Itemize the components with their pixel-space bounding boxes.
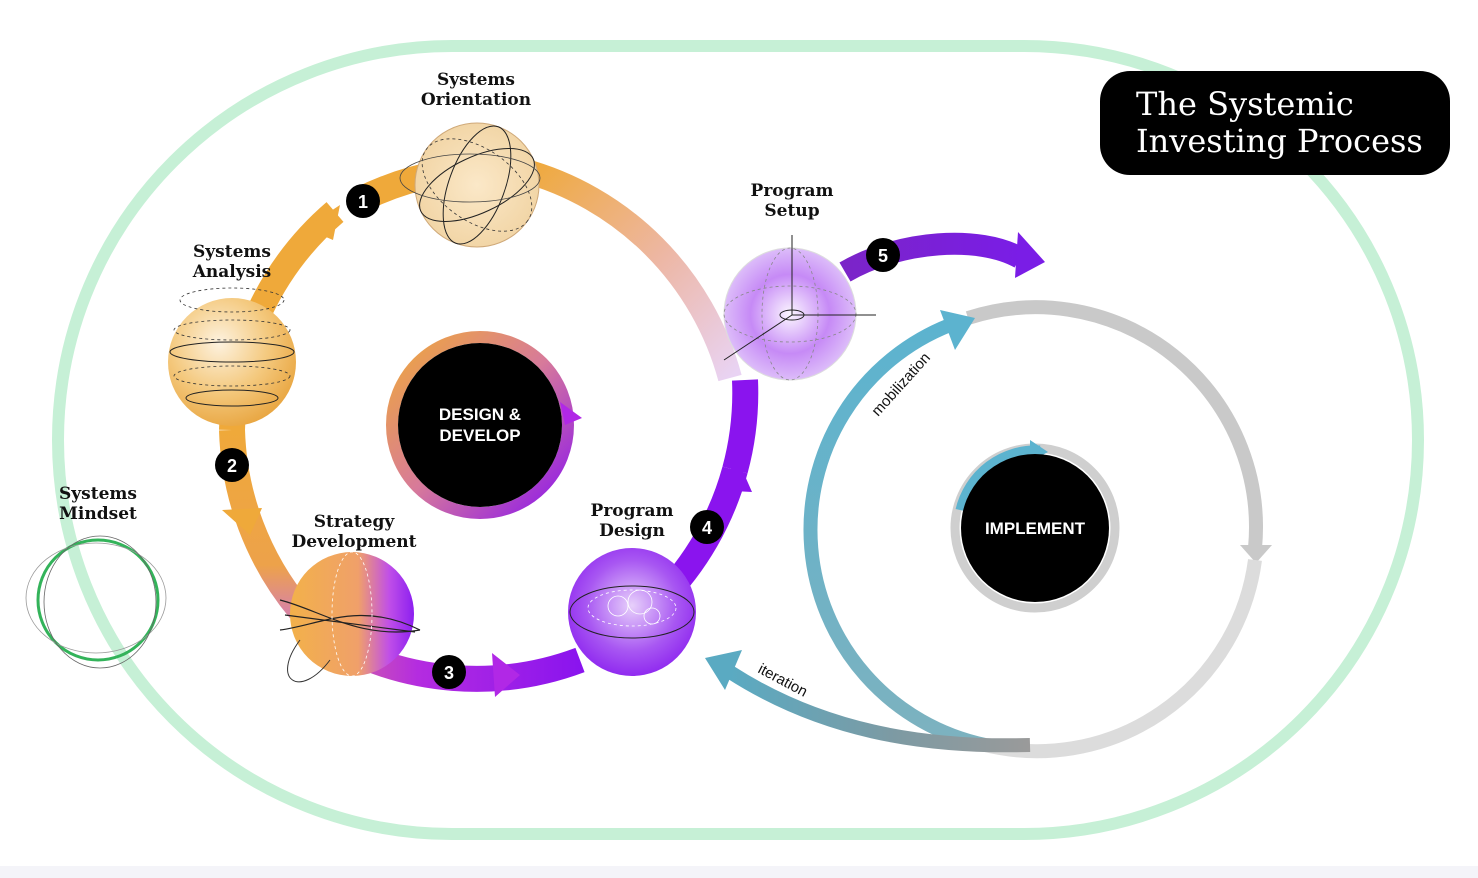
label-program-setup-2: Setup (764, 201, 819, 221)
step-badge-1: 1 (346, 184, 380, 218)
bottom-strip (0, 866, 1478, 878)
systems-mindset-track (52, 40, 1424, 840)
implement-hub-teal-segment (955, 445, 1041, 512)
mobilization-arc (803, 318, 987, 752)
step-badge-5: 5 (866, 238, 900, 272)
systems-mindset-rings (25, 535, 167, 669)
iteration-arrowhead (705, 650, 742, 690)
arc-step-5 (839, 232, 1026, 282)
label-orientation-2: Orientation (421, 90, 531, 110)
svg-text:1: 1 (358, 192, 368, 212)
arc-step-4-upper (722, 379, 759, 474)
implement-loop-upper (965, 300, 1263, 549)
design-hub (398, 343, 562, 507)
label-analysis-2: Analysis (192, 262, 272, 282)
label-mindset-2: Mindset (59, 504, 137, 524)
design-hub-arrowhead (560, 402, 582, 425)
mobilization-arrowhead (940, 310, 975, 350)
arrowhead-step-4 (715, 460, 752, 492)
arc-orientation-to-setup (518, 158, 742, 382)
implement-loop-lower (983, 559, 1262, 759)
step-badge-4: 4 (690, 510, 724, 544)
svg-text:5: 5 (878, 246, 888, 266)
label-mindset-1: Systems (59, 484, 137, 504)
step-badge-2: 2 (215, 448, 249, 482)
label-strategy-1: Strategy (314, 512, 396, 532)
label-program-design-2: Design (599, 521, 665, 541)
implement-loop-arrowhead (1240, 545, 1272, 563)
program-design-sphere (568, 548, 696, 676)
program-setup-sphere (723, 235, 876, 381)
arrowhead-step-2 (222, 508, 262, 535)
design-hub-label-1: DESIGN & (439, 405, 521, 424)
diagram-title: The Systemic Investing Process (1100, 71, 1450, 175)
label-strategy-2: Development (292, 532, 417, 552)
label-program-setup-1: Program (751, 181, 834, 201)
implement-hub (961, 454, 1109, 602)
systems-analysis-sphere (168, 287, 296, 426)
title-line-2: Investing Process (1136, 122, 1423, 160)
arrowhead-step-1 (305, 205, 340, 240)
title-line-1: The Systemic (1136, 85, 1354, 123)
label-orientation-1: Systems (437, 70, 515, 90)
label-analysis-1: Systems (193, 242, 271, 262)
svg-text:4: 4 (702, 518, 712, 538)
design-hub-label-2: DEVELOP (439, 426, 520, 445)
svg-text:2: 2 (227, 456, 237, 476)
design-hub-ring (386, 331, 574, 519)
systems-orientation-sphere (399, 122, 541, 248)
svg-text:3: 3 (444, 663, 454, 683)
strategy-development-sphere (279, 551, 421, 683)
arrowhead-step-5 (1015, 232, 1045, 278)
label-program-design-1: Program (591, 501, 674, 521)
arrowhead-step-3 (492, 653, 520, 697)
step-badge-3: 3 (432, 655, 466, 689)
iteration-arc (726, 666, 1031, 753)
implement-hub-label: IMPLEMENT (985, 519, 1086, 538)
